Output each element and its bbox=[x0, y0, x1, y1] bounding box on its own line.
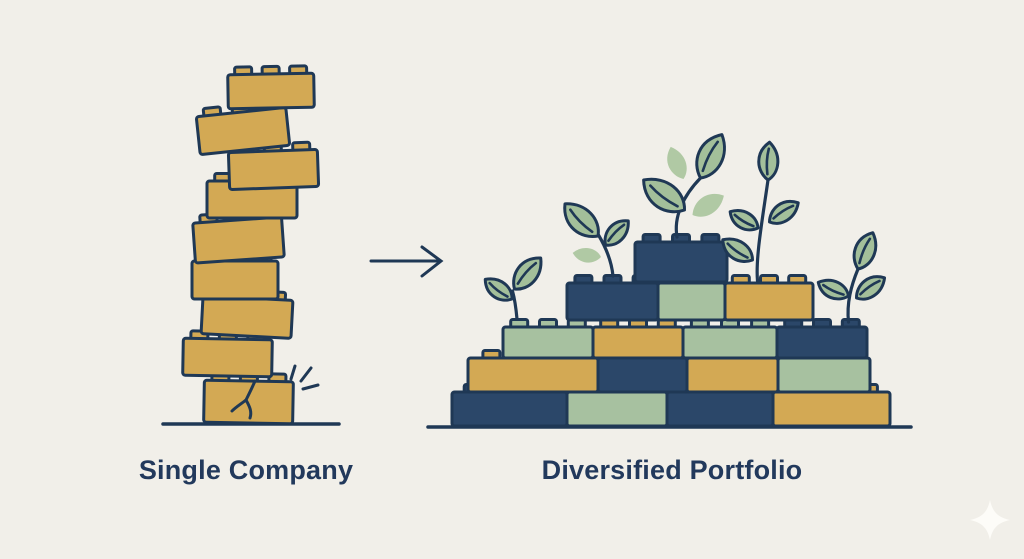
label-diversified-portfolio: Diversified Portfolio bbox=[541, 455, 803, 485]
brick-yellow bbox=[591, 318, 685, 360]
leaf-icon bbox=[755, 140, 782, 183]
plant-sprout-5 bbox=[813, 227, 891, 324]
leaf-icon bbox=[724, 203, 763, 237]
leaf-icon bbox=[813, 273, 853, 306]
single-company-stack bbox=[181, 64, 321, 426]
brick-navy bbox=[775, 318, 869, 360]
impact-marks-icon bbox=[289, 364, 320, 391]
label-single-company: Single Company bbox=[138, 455, 354, 485]
leaf-icon bbox=[686, 127, 736, 185]
leaf-icon bbox=[555, 193, 607, 247]
plant-sprout-3 bbox=[634, 127, 736, 239]
diversified-portfolio-pyramid bbox=[450, 233, 892, 428]
brick-navy bbox=[633, 233, 729, 284]
leaf-flat-icon bbox=[571, 245, 603, 266]
leaf-icon bbox=[597, 214, 636, 252]
plant-sprout-2 bbox=[555, 193, 636, 278]
leaf-flat-icon bbox=[687, 188, 729, 222]
crack-detail bbox=[230, 379, 257, 420]
plant-sprout-1 bbox=[479, 250, 551, 321]
arrow-icon bbox=[369, 245, 444, 278]
leaf-icon bbox=[479, 271, 518, 308]
brick-yellow bbox=[226, 64, 316, 111]
leaf-icon bbox=[846, 227, 884, 274]
leaf-icon bbox=[763, 194, 805, 230]
plant-sprout-4 bbox=[716, 140, 805, 283]
brick-green bbox=[681, 318, 779, 360]
brick-yellow bbox=[202, 371, 295, 426]
plants bbox=[479, 127, 891, 324]
brick-yellow bbox=[195, 99, 291, 156]
leaf-flat-icon bbox=[663, 143, 691, 183]
leaf-icon bbox=[504, 250, 551, 297]
sparkle-icon bbox=[970, 500, 1010, 540]
brick-green bbox=[501, 318, 595, 360]
brick-yellow bbox=[723, 274, 815, 322]
